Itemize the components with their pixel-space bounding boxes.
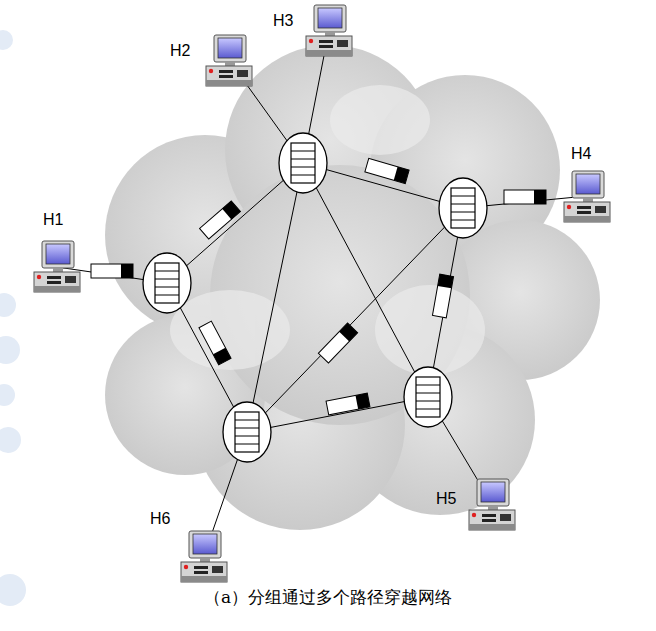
background-circles — [0, 30, 26, 606]
host-computer: H6 — [148, 508, 230, 586]
packet-symbol — [432, 274, 453, 318]
packet-symbol — [199, 321, 231, 365]
computer-icon — [305, 4, 353, 58]
router-symbol — [143, 253, 191, 313]
host-label: H3 — [273, 12, 293, 30]
host-computer: H2 — [168, 32, 255, 90]
packet-symbol — [326, 393, 370, 415]
packet-symbol — [504, 190, 546, 204]
router-symbol — [223, 402, 271, 462]
host-label: H2 — [170, 42, 190, 60]
figure-caption: （a）分组通过多个路径穿越网络 — [0, 586, 656, 609]
host-label: H4 — [571, 145, 591, 163]
router-symbol — [439, 178, 487, 238]
packets — [91, 158, 546, 414]
host-computer: H3 — [271, 2, 355, 60]
host-computer: H5 — [434, 476, 518, 534]
routers — [143, 133, 487, 462]
computer-icon — [180, 530, 228, 584]
host-computer: H1 — [31, 209, 83, 296]
network-links — [57, 30, 587, 556]
packet-symbol — [365, 158, 409, 183]
host-label: H5 — [436, 490, 456, 508]
computer-icon — [468, 478, 516, 532]
computer-icon — [33, 240, 81, 294]
host-label: H1 — [43, 211, 63, 229]
router-symbol — [279, 133, 327, 193]
cloud-highlights — [170, 85, 485, 375]
computer-icon — [563, 170, 611, 224]
packet-symbol — [91, 264, 133, 278]
computer-icon — [205, 34, 253, 88]
packet-symbol — [200, 201, 241, 239]
network-cloud — [105, 45, 600, 530]
router-symbol — [404, 367, 452, 427]
packet-symbol — [318, 323, 357, 363]
host-computer: H4 — [561, 143, 613, 226]
host-label: H6 — [150, 510, 170, 528]
